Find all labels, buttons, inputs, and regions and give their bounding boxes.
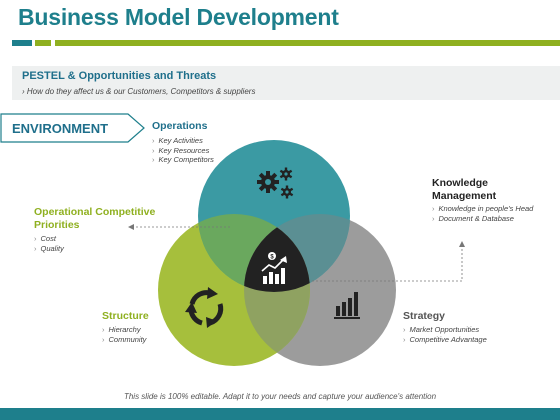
- list-item: ›Hierarchy: [102, 325, 141, 334]
- list-item: ›Key Activities: [152, 136, 203, 145]
- gears-icon: [257, 167, 294, 199]
- priorities-heading-line2: Priorities: [34, 219, 80, 231]
- list-item: ›Competitive Advantage: [403, 334, 487, 344]
- environment-tag: ENVIRONMENT: [0, 113, 146, 143]
- structure-list: ›Hierarchy ›Community: [102, 325, 146, 344]
- priorities-arrowhead: [128, 224, 134, 230]
- center-overlap: [244, 214, 310, 292]
- strategy-heading: Strategy: [403, 310, 446, 322]
- priorities-heading: Operational Competitive Priorities: [34, 206, 155, 232]
- operations-heading: Operations: [152, 120, 208, 132]
- operations-list: ›Key Activities ›Key Resources ›Key Comp…: [152, 136, 214, 165]
- accent-bar-teal: [12, 40, 32, 46]
- priorities-list: ›Cost ›Quality: [34, 234, 64, 253]
- knowledge-heading: Knowledge Management: [432, 177, 496, 203]
- banner-subtitle-text: How do they affect us & our Customers, C…: [26, 87, 256, 96]
- bottom-bar: [0, 408, 560, 420]
- list-item: ›Community: [102, 334, 147, 344]
- knowledge-heading-line2: Management: [432, 190, 497, 202]
- circular-arrows-icon: [185, 287, 224, 328]
- knowledge-item-text: Knowledge in people's Head: [438, 204, 534, 213]
- list-item: ›Cost: [34, 234, 56, 243]
- strategy-list: ›Market Opportunities ›Competitive Advan…: [403, 325, 487, 344]
- list-item: ›Document & Database: [432, 213, 514, 223]
- knowledge-item-text: Document & Database: [438, 213, 514, 223]
- structure-heading: Structure: [102, 310, 149, 322]
- operations-item-text: Key Competitors: [158, 155, 214, 164]
- knowledge-heading-line1: Knowledge: [432, 177, 489, 189]
- list-item: ›Market Opportunities: [403, 325, 480, 334]
- banner-title: PESTEL & Opportunities and Threats: [22, 70, 217, 82]
- priorities-heading-line1: Operational Competitive: [34, 206, 156, 218]
- growth-chart-icon: $: [261, 252, 287, 284]
- knowledge-list: ›Knowledge in people's Head ›Document & …: [432, 204, 533, 223]
- knowledge-arrowhead: [459, 241, 465, 247]
- accent-bar-olive-long: [55, 40, 560, 46]
- list-item: ›Knowledge in people's Head: [432, 204, 534, 213]
- bar-chart-icon: [334, 292, 360, 319]
- priorities-item-text: Quality: [40, 243, 64, 253]
- environment-label: ENVIRONMENT: [12, 121, 109, 136]
- operations-item-text: Key Activities: [158, 136, 203, 145]
- structure-item-text: Community: [108, 334, 147, 344]
- footer-note: This slide is 100% editable. Adapt it to…: [123, 392, 437, 401]
- svg-text:$: $: [270, 255, 274, 261]
- operations-item-text: Key Resources: [158, 145, 210, 155]
- list-item: ›Quality: [34, 243, 64, 253]
- priorities-item-text: Cost: [40, 234, 56, 243]
- page-title: Business Model Development: [18, 4, 339, 30]
- list-item: ›Key Competitors: [152, 155, 214, 164]
- strategy-item-text: Market Opportunities: [409, 325, 480, 334]
- structure-item-text: Hierarchy: [108, 325, 141, 334]
- knowledge-connector: [312, 246, 463, 282]
- pestel-banner: PESTEL & Opportunities and Threats › How…: [12, 66, 560, 100]
- environment-arrow-shape: [0, 113, 145, 143]
- strategy-item-text: Competitive Advantage: [409, 334, 487, 344]
- banner-subtitle: › How do they affect us & our Customers,…: [22, 87, 256, 96]
- accent-bar-olive-short: [35, 40, 51, 46]
- list-item: ›Key Resources: [152, 145, 210, 155]
